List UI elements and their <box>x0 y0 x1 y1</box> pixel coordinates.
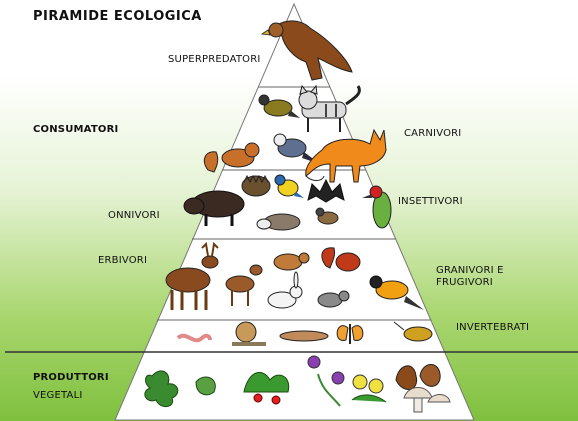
label-insettivori: INSETTIVORI <box>398 196 463 207</box>
diagram-title: PIRAMIDE ECOLOGICA <box>33 9 202 24</box>
label-erbivori: ERBIVORI <box>98 255 147 266</box>
pyramid-shape <box>115 4 474 420</box>
label-carnivori: CARNIVORI <box>404 128 461 139</box>
label-consumatori: CONSUMATORI <box>33 124 118 135</box>
label-granivori: GRANIVORI E <box>436 265 504 276</box>
label-onnivori: ONNIVORI <box>108 210 160 221</box>
slug-icon <box>280 331 328 341</box>
label-vegetali: VEGETALI <box>33 390 83 401</box>
label-invertebrati: INVERTEBRATI <box>456 322 529 333</box>
label-superpredatori: SUPERPREDATORI <box>168 54 261 65</box>
label-produttori: PRODUTTORI <box>33 372 109 383</box>
hedgehog-icon <box>242 176 270 196</box>
label-frugivori: FRUGIVORI <box>436 277 493 288</box>
